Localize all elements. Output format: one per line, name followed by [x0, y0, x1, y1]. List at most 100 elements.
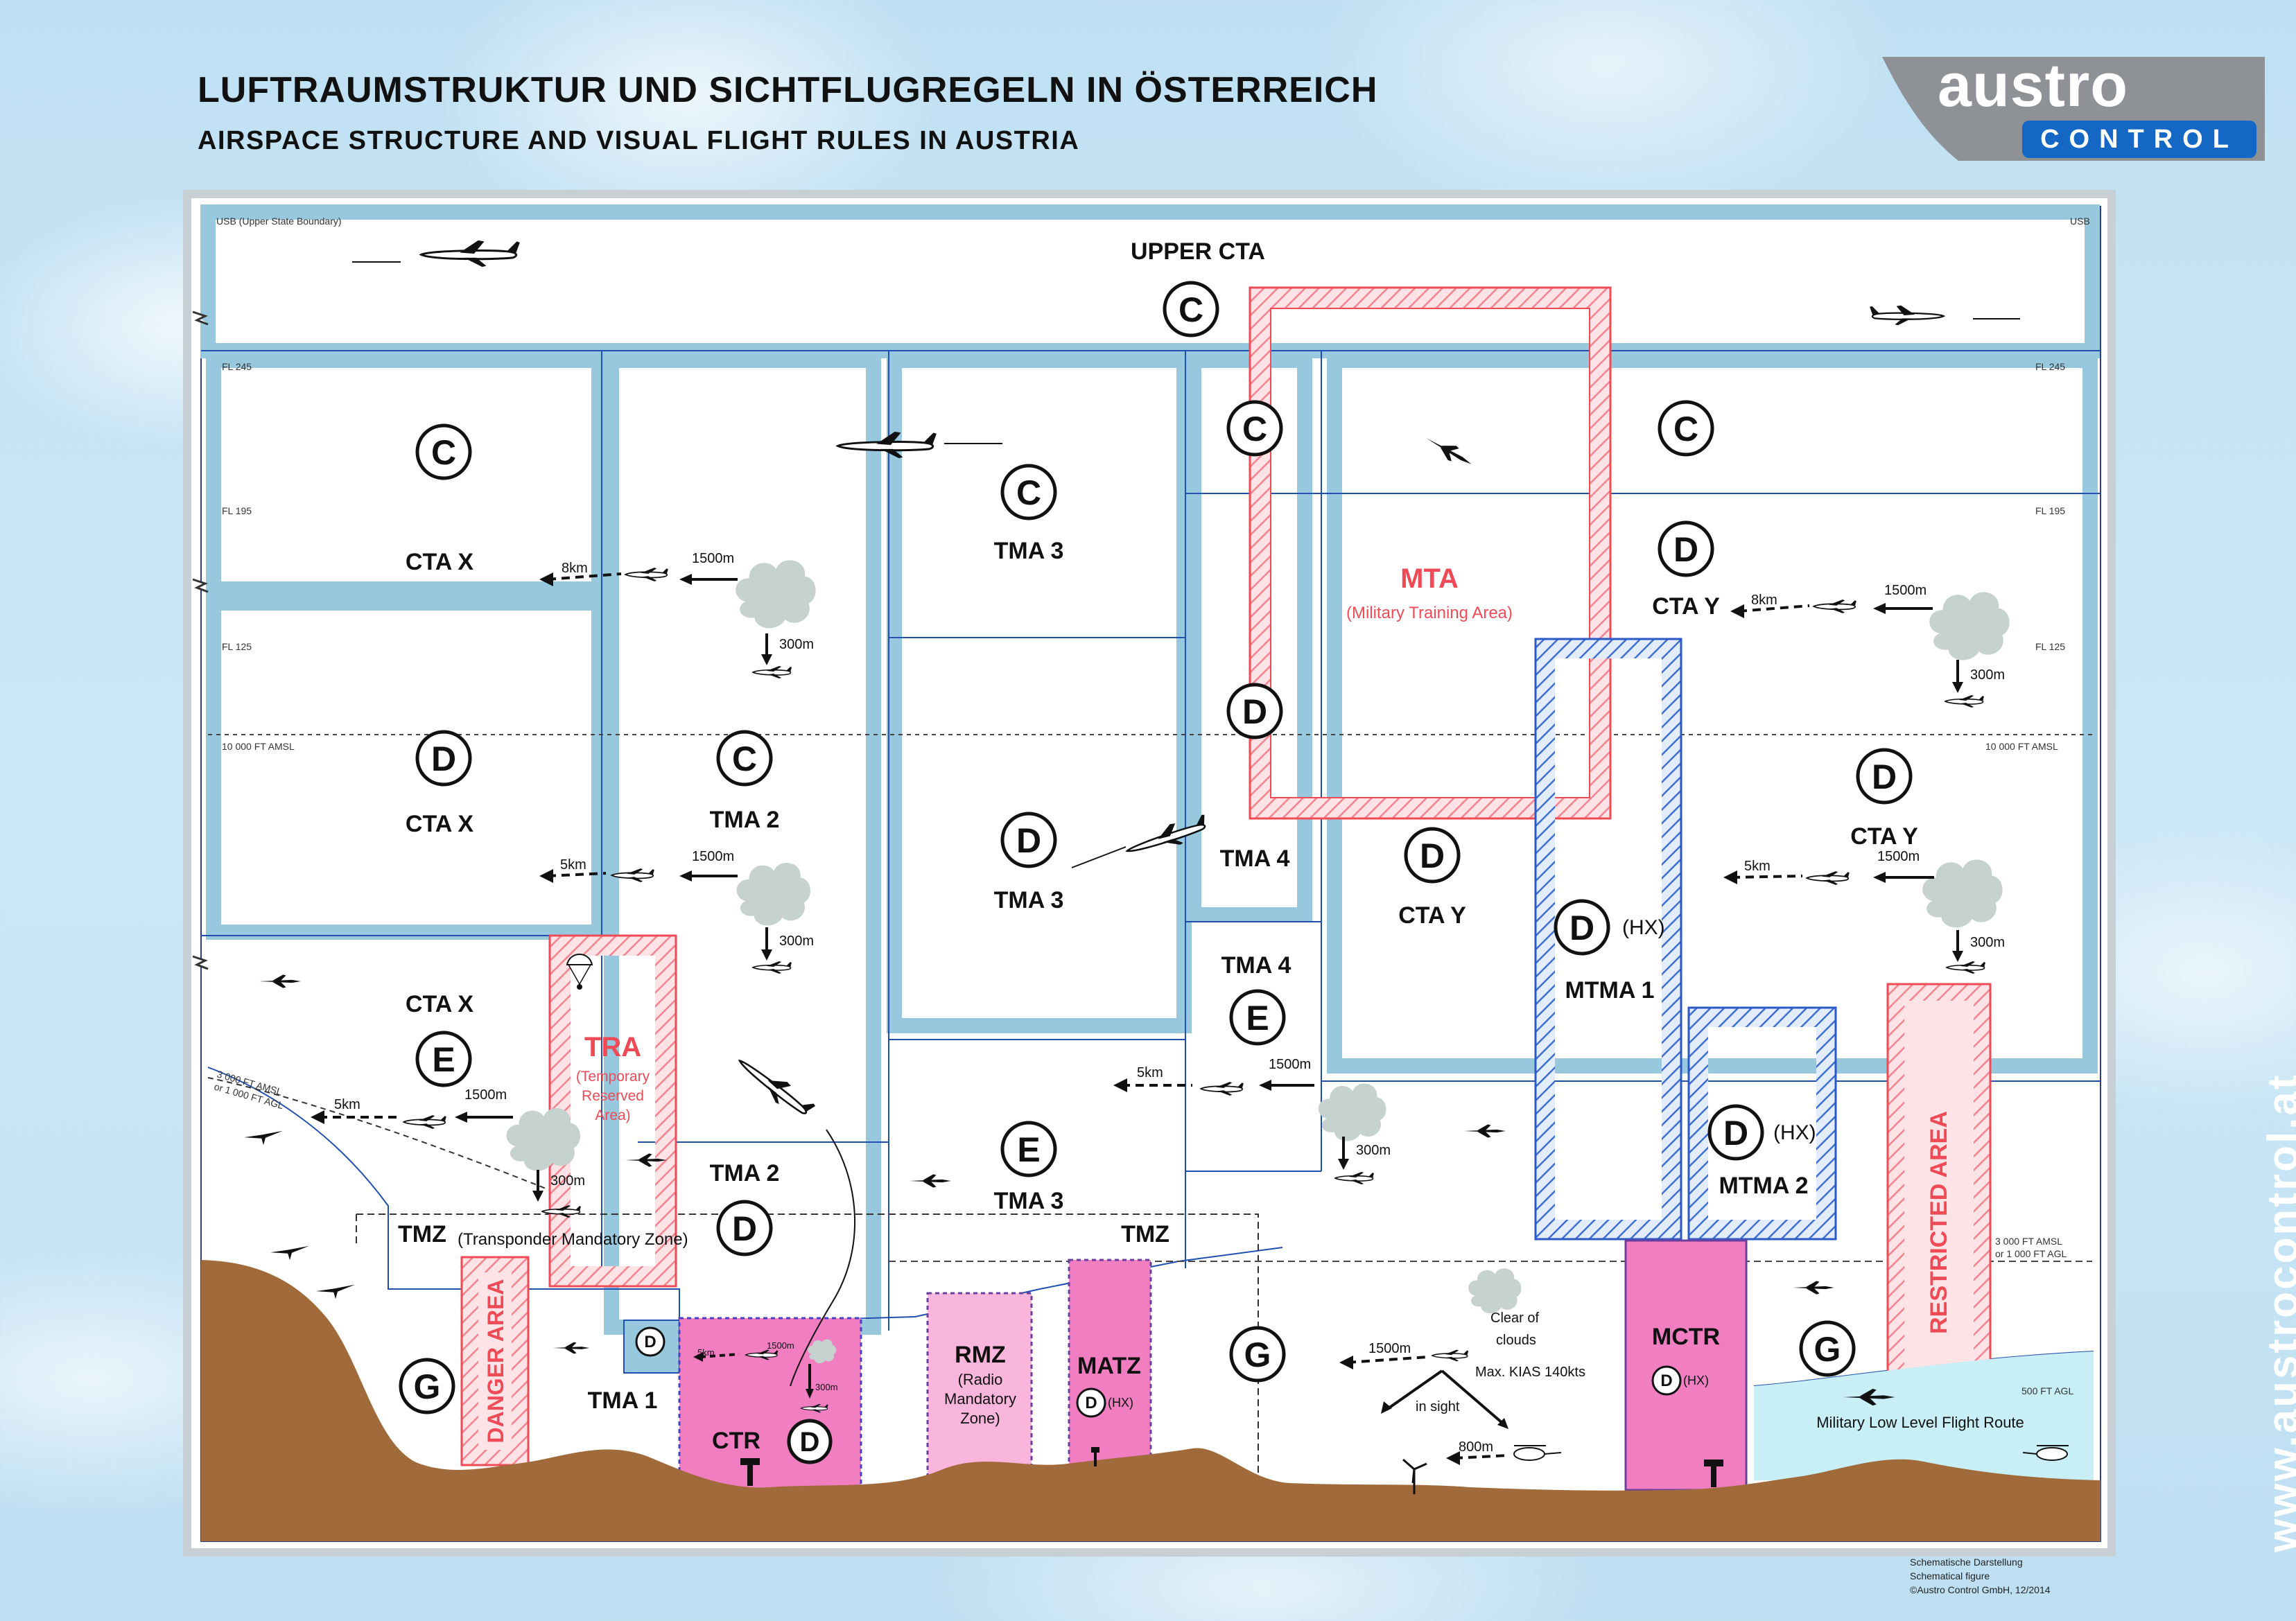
vis-800m-label: 800m: [1459, 1439, 1493, 1455]
h1500-label: 1500m: [464, 1087, 507, 1103]
cta-y-label-1: CTA Y: [1652, 593, 1720, 620]
class-d-mtma2: D: [1723, 1114, 1748, 1153]
fl125-label-left: FL 125: [222, 641, 252, 652]
h1500-label: 1500m: [1884, 583, 1927, 598]
v300-label: 300m: [779, 934, 814, 949]
ft10000-label-left: 10 000 FT AMSL: [222, 741, 295, 752]
class-d-cta-y: D: [1420, 836, 1445, 875]
usb-label-right: USB: [2070, 216, 2090, 227]
class-d-matz: D: [1085, 1394, 1097, 1412]
class-d-tma3: D: [1016, 821, 1041, 860]
restricted-area-label: RESTRICTED AREA: [1926, 1111, 1952, 1334]
mta-label: MTA: [1400, 563, 1459, 594]
rmz-description-2: Mandatory: [944, 1390, 1016, 1408]
matz-label: MATZ: [1077, 1353, 1141, 1379]
cta-y-block: [1334, 360, 2090, 1066]
class-e-tma3: E: [1017, 1130, 1040, 1169]
vis-8km-left: 8km: [562, 561, 588, 576]
fl245-label-right: FL 245: [2035, 361, 2065, 372]
vis-5km-label: 5km: [560, 857, 586, 873]
class-c-cta-y: C: [1673, 410, 1698, 448]
tmz-description: (Transponder Mandatory Zone): [458, 1230, 688, 1249]
class-e-tma4: E: [1246, 999, 1269, 1037]
tma3-block: [894, 360, 1184, 1026]
vis-5km-small: 5km: [697, 1347, 715, 1358]
v300-label: 300m: [1970, 935, 2005, 950]
vis-5km-label: 5km: [334, 1097, 360, 1112]
usb-label-left: USB (Upper State Boundary): [216, 216, 342, 227]
tma4-label-1: TMA 4: [1220, 845, 1290, 872]
rmz-label: RMZ: [955, 1342, 1006, 1368]
hx-mtma2: (HX): [1773, 1121, 1816, 1144]
v300-small: 300m: [815, 1382, 838, 1392]
clear-of-clouds-2: clouds: [1496, 1333, 1536, 1348]
upper-cta-area: [208, 212, 2092, 351]
mtma2-label: MTMA 2: [1719, 1173, 1808, 1199]
fl195-label-right: FL 195: [2035, 505, 2065, 516]
upper-cta-label: UPPER CTA: [1131, 238, 1265, 265]
tmz-label-left: TMZ: [398, 1221, 446, 1247]
mtma1-label: MTMA 1: [1565, 977, 1654, 1004]
class-g-right: G: [1814, 1330, 1841, 1369]
mta-description: (Military Training Area): [1346, 604, 1513, 622]
rmz-description-3: Zone): [960, 1410, 1000, 1427]
mctr-area: [1626, 1241, 1746, 1490]
tma4-label-2: TMA 4: [1221, 952, 1292, 979]
hx-matz: (HX): [1108, 1396, 1133, 1410]
tma3-label-1: TMA 3: [994, 538, 1064, 564]
tma3-label-2: TMA 3: [994, 887, 1064, 913]
class-c-tma4: C: [1242, 410, 1267, 448]
cta-x-middle-block: [214, 603, 599, 932]
class-d-mctr: D: [1660, 1372, 1672, 1390]
tma3-label-3: TMA 3: [994, 1188, 1064, 1214]
tra-label: TRA: [584, 1032, 641, 1062]
clear-of-clouds-1: Clear of: [1490, 1311, 1539, 1326]
h1500-label: 1500m: [692, 551, 734, 566]
vis-5km-label: 5km: [1137, 1065, 1163, 1080]
v300-label: 300m: [550, 1173, 585, 1189]
class-g-center: G: [1244, 1335, 1271, 1374]
class-g-left: G: [414, 1367, 441, 1406]
fl245-label-left: FL 245: [222, 361, 252, 372]
low-level-route-label: Military Low Level Flight Route: [1816, 1414, 2024, 1431]
hx-mtma1: (HX): [1622, 916, 1665, 939]
class-d-cta-y-right: D: [1872, 757, 1897, 796]
mctr-label: MCTR: [1652, 1324, 1720, 1350]
tma2-label-2: TMA 2: [710, 1160, 780, 1186]
ft500-label: 500 FT AGL: [2021, 1385, 2073, 1396]
ft3000-label-right-1: 3 000 FT AMSL: [1995, 1236, 2062, 1247]
class-d-cta-y-upper: D: [1673, 530, 1698, 569]
h1500-label: 1500m: [692, 849, 734, 864]
class-e-cta-x: E: [432, 1040, 455, 1079]
vis-8km-right: 8km: [1751, 593, 1777, 608]
cta-x-label-1: CTA X: [406, 549, 474, 575]
class-d-tma1: D: [644, 1333, 656, 1351]
class-d-ctr: D: [800, 1427, 820, 1457]
max-kias-label: Max. KIAS 140kts: [1475, 1365, 1585, 1380]
v300-label: 300m: [1356, 1143, 1391, 1158]
class-c-tma2: C: [732, 739, 757, 778]
tmz-label-right: TMZ: [1121, 1221, 1169, 1247]
v300-label: 300m: [779, 637, 814, 652]
ft10000-label-right: 10 000 FT AMSL: [1985, 741, 2058, 752]
cta-y-label-3: CTA Y: [1398, 902, 1466, 929]
danger-area-label: DANGER AREA: [483, 1279, 508, 1443]
cta-x-label-2: CTA X: [406, 811, 474, 837]
ft3000-label-right-2: or 1 000 FT AGL: [1995, 1248, 2067, 1259]
vis-5km-label: 5km: [1744, 859, 1771, 874]
h1500-label: 1500m: [1368, 1341, 1411, 1356]
class-c-cta-x: C: [431, 433, 456, 472]
h1500-small: 1500m: [767, 1340, 794, 1351]
tra-description-3: Area): [595, 1107, 630, 1123]
v300-label: 300m: [1970, 667, 2005, 683]
cta-x-label-3: CTA X: [406, 991, 474, 1017]
class-c-tma3: C: [1016, 473, 1041, 512]
ctr-label: CTR: [712, 1428, 760, 1454]
class-d-cta-x: D: [431, 739, 456, 778]
class-c-upper-cta: C: [1179, 290, 1203, 329]
class-d-mtma1: D: [1569, 909, 1594, 947]
tra-description-2: Reserved: [582, 1088, 644, 1104]
in-sight-label: in sight: [1416, 1399, 1460, 1414]
h1500-label: 1500m: [1269, 1057, 1311, 1072]
